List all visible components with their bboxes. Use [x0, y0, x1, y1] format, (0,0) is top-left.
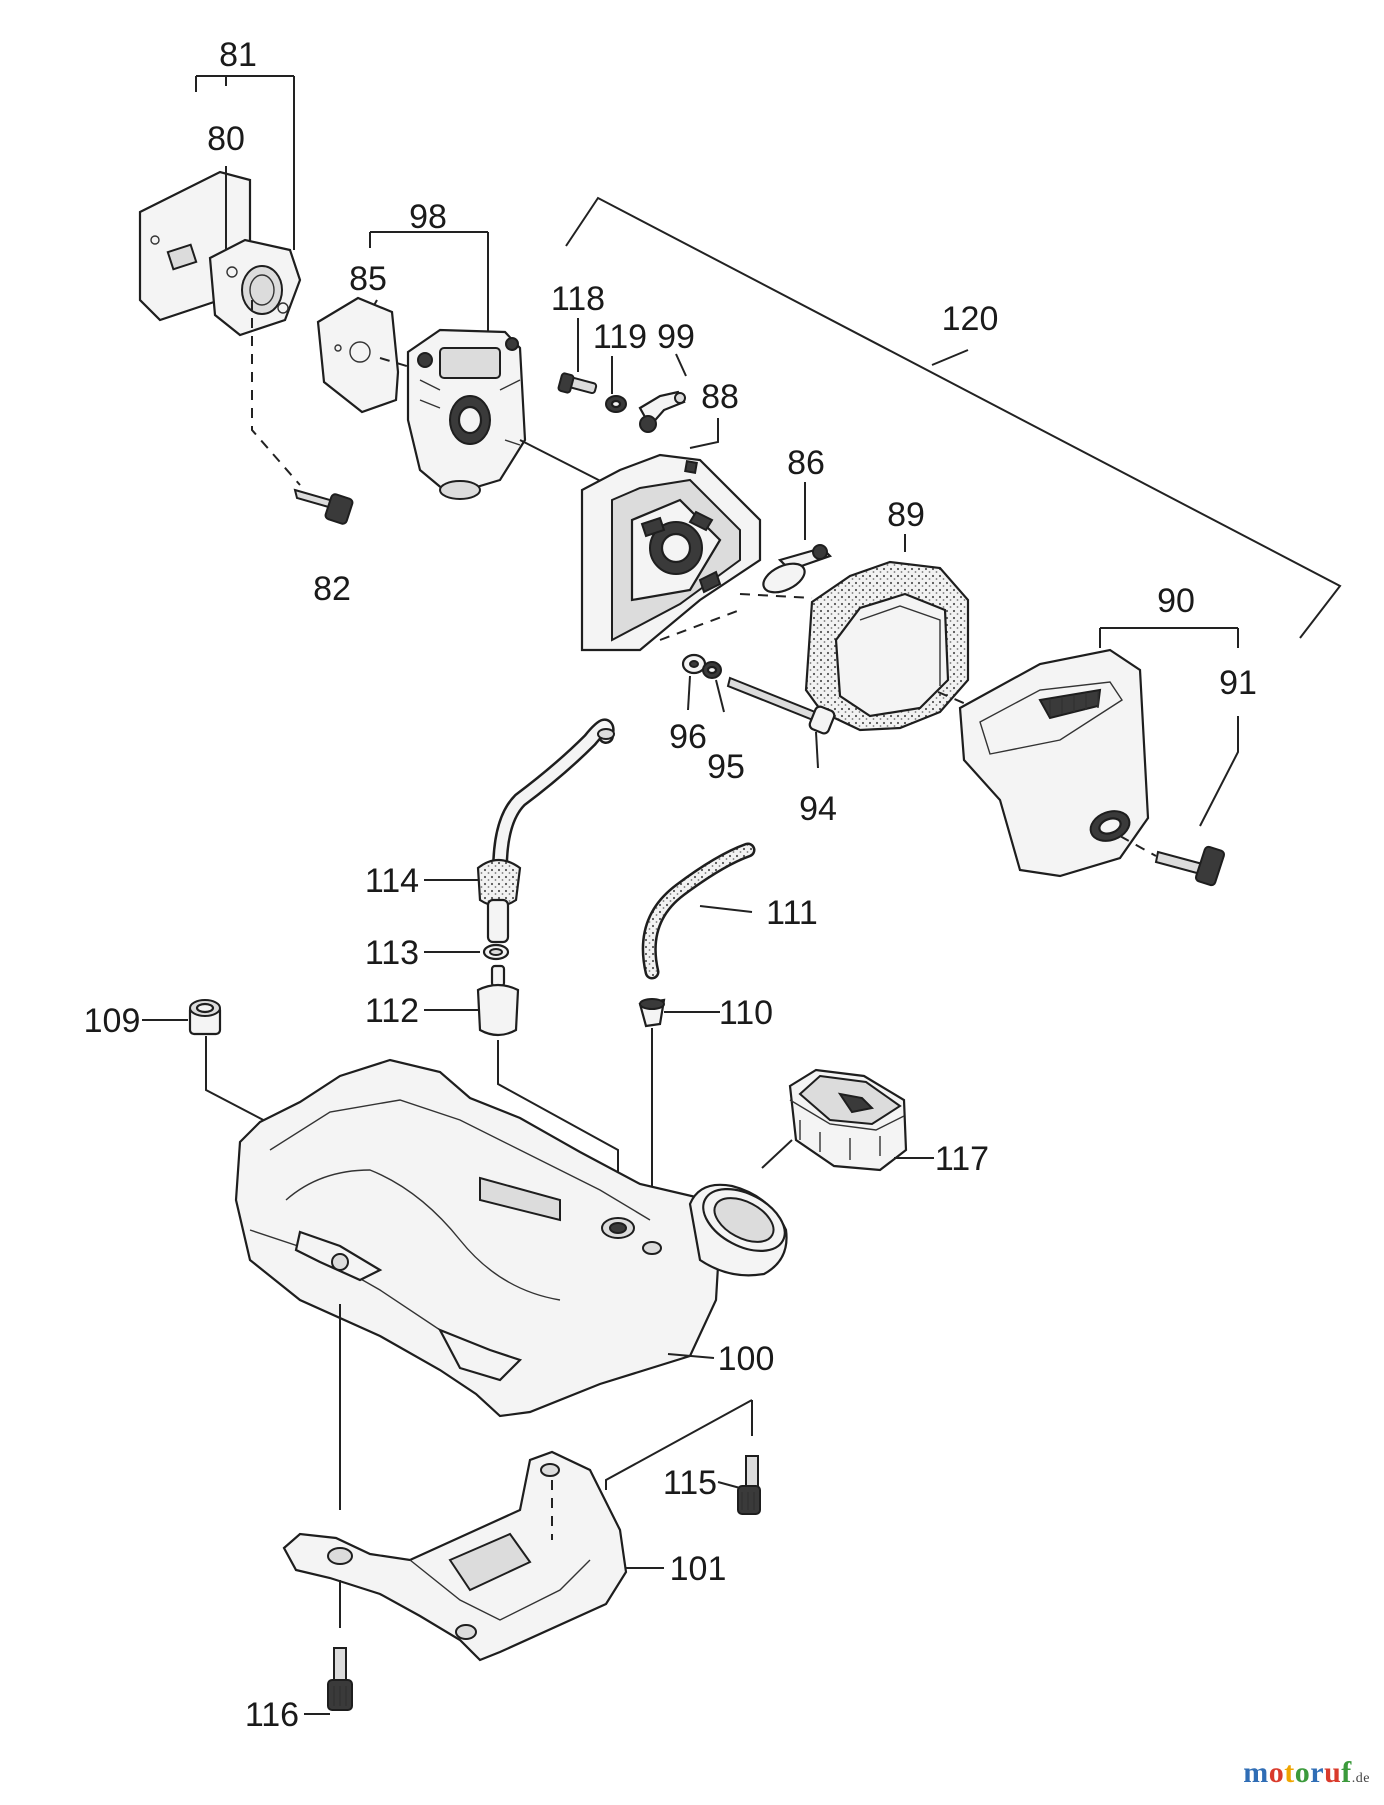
brand-suffix: .de: [1351, 1771, 1370, 1786]
fuel-hose-upper: [492, 718, 615, 878]
brand-watermark: motoruf.de: [1243, 1756, 1370, 1790]
screw-118: [557, 372, 598, 395]
label-96: 96: [669, 718, 707, 756]
grommet-112: [476, 964, 520, 1037]
label-80: 80: [207, 120, 245, 158]
label-82: 82: [313, 570, 351, 608]
label-113: 113: [365, 934, 419, 972]
label-115: 115: [663, 1464, 717, 1502]
air-filter-cover-90: [958, 648, 1150, 878]
label-85: 85: [349, 260, 387, 298]
bracket-98: [369, 231, 489, 335]
cushion-109: [188, 999, 222, 1036]
leader-96: [687, 675, 691, 711]
brand-letter: o: [1268, 1756, 1285, 1789]
leader-86-case: [739, 593, 813, 599]
fuel-tank-100: [234, 1058, 788, 1418]
label-91: 91: [1219, 664, 1257, 702]
label-98: 98: [409, 198, 447, 236]
label-117: 117: [935, 1140, 989, 1178]
brand-letter: u: [1324, 1756, 1342, 1789]
label-112: 112: [365, 992, 419, 1030]
label-94: 94: [799, 790, 837, 828]
brand-letter: r: [1310, 1756, 1325, 1789]
spring-washer-95: [702, 661, 722, 679]
leader-99: [675, 353, 687, 377]
label-86: 86: [787, 444, 825, 482]
leader-85-carb: [379, 357, 421, 371]
carburetor-98: [406, 328, 527, 500]
leader-95: [715, 679, 725, 713]
label-120: 120: [942, 300, 999, 338]
fuel-filter-114: [476, 858, 522, 944]
bolt-115: [737, 1455, 761, 1515]
vent-hose-111: [641, 842, 756, 980]
leader-94: [815, 731, 819, 769]
leader-117: [761, 1139, 793, 1169]
leader-115: [717, 1481, 741, 1489]
brand-letter: f: [1341, 1756, 1352, 1789]
label-88: 88: [701, 378, 739, 416]
leader-100: [667, 1353, 715, 1359]
leader-88: [689, 418, 719, 449]
bracket-81: [195, 75, 295, 250]
label-81: 81: [219, 36, 257, 74]
label-100: 100: [718, 1340, 775, 1378]
label-114: 114: [365, 862, 419, 900]
label-90: 90: [1157, 582, 1195, 620]
fuel-cap-117: [788, 1068, 908, 1172]
leader-82: [251, 300, 301, 486]
knob-bolt-91: [1119, 835, 1226, 887]
label-89: 89: [887, 496, 925, 534]
air-cleaner-case-88: [580, 453, 762, 652]
brand-name: motoruf: [1243, 1756, 1352, 1789]
bolt-82: [293, 488, 354, 525]
label-116: 116: [245, 1696, 299, 1734]
label-109: 109: [84, 1002, 141, 1040]
brand-letter: o: [1294, 1756, 1311, 1789]
leader-120: [931, 349, 969, 366]
washer-119: [605, 395, 627, 413]
label-95: 95: [707, 748, 745, 786]
brand-letter: m: [1243, 1756, 1269, 1789]
label-119: 119: [593, 318, 647, 356]
choke-plate-86: [762, 544, 833, 594]
label-110: 110: [719, 994, 773, 1032]
clip-113: [482, 943, 510, 961]
brand-letter: t: [1284, 1756, 1295, 1789]
label-101: 101: [670, 1550, 727, 1588]
leader-91: [1199, 716, 1239, 827]
label-111: 111: [766, 894, 818, 932]
bracket-120: [565, 196, 1342, 639]
washer-96: [681, 653, 707, 675]
leader-111: [699, 905, 753, 913]
bolt-116: [327, 1647, 353, 1711]
leader-washers: [659, 609, 741, 641]
label-99: 99: [657, 318, 695, 356]
link-99: [638, 390, 686, 433]
foam-element-89: [804, 560, 970, 732]
insulator-81: [208, 238, 302, 337]
tank-bracket-101: [282, 1450, 628, 1662]
leader-115-bracket: [605, 1399, 753, 1490]
check-valve-110: [638, 998, 666, 1028]
label-118: 118: [551, 280, 605, 318]
gasket-85: [316, 296, 400, 414]
bracket-90: [1099, 627, 1239, 648]
bolt-94: [726, 676, 836, 735]
